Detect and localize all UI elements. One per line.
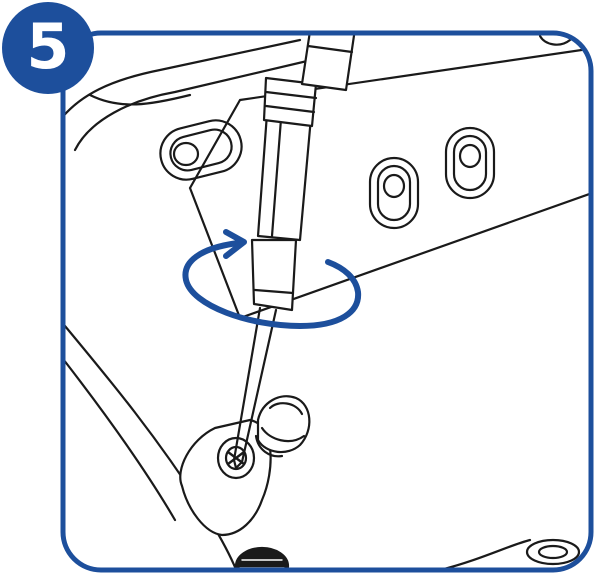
- device-edge-curve: [90, 95, 190, 104]
- slot-hole-middle: [370, 158, 418, 228]
- screwdriver-cap: [302, 16, 356, 90]
- step-number-badge: 5: [2, 2, 94, 94]
- slot-hole-left: [155, 115, 247, 185]
- cable-inner: [60, 355, 175, 520]
- step-number: 5: [26, 16, 69, 78]
- knurled-knob: [236, 548, 288, 578]
- bottom-right-fastener: [527, 540, 579, 564]
- mounting-plate: [190, 48, 595, 318]
- slot-hole-right: [446, 128, 494, 198]
- bottom-right-edge: [440, 540, 530, 570]
- screwdriver-handle: [252, 240, 296, 310]
- step-frame: [63, 33, 591, 570]
- device-scene: [60, 16, 595, 578]
- round-connector: [256, 396, 309, 456]
